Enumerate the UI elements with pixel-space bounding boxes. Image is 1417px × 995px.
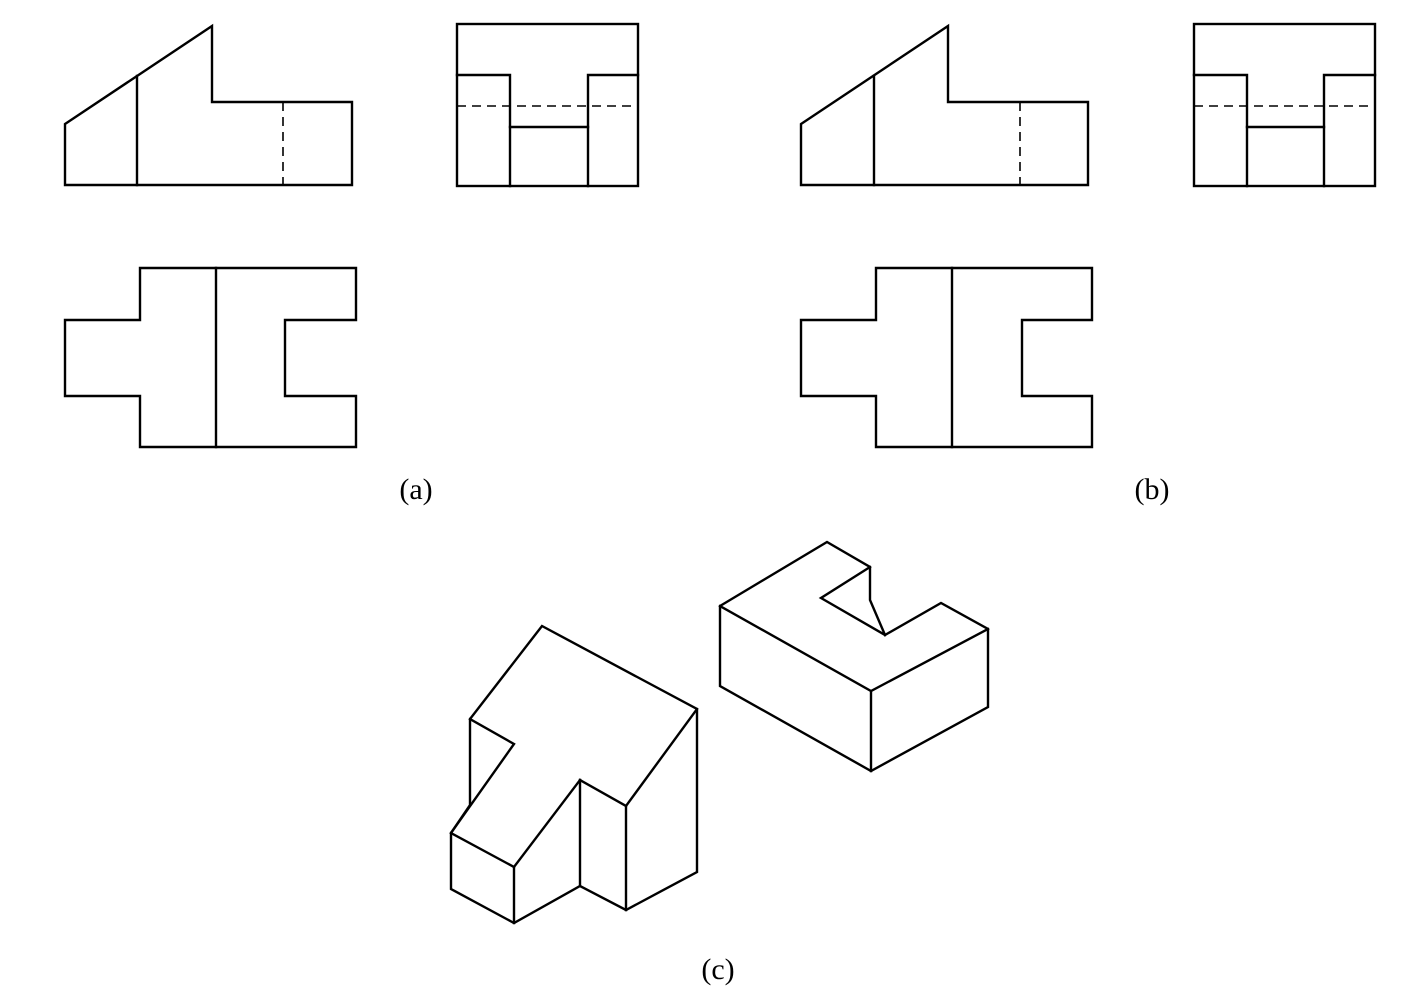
top-view-a [63,266,358,449]
caption-b: (b) [1135,473,1170,506]
view-set-b: (b) [799,22,1377,506]
caption-c: (c) [701,953,734,986]
caption-a: (a) [399,473,432,506]
front-view-a [63,23,354,187]
side-view-b [1192,22,1377,188]
side-view-a [455,22,640,188]
view-set-a: (a) [63,22,640,506]
isometric-piece-c-block [718,540,990,773]
top-view-b [799,266,1094,449]
isometric-piece-sloped-tee [449,624,699,925]
front-view-b [799,23,1090,187]
